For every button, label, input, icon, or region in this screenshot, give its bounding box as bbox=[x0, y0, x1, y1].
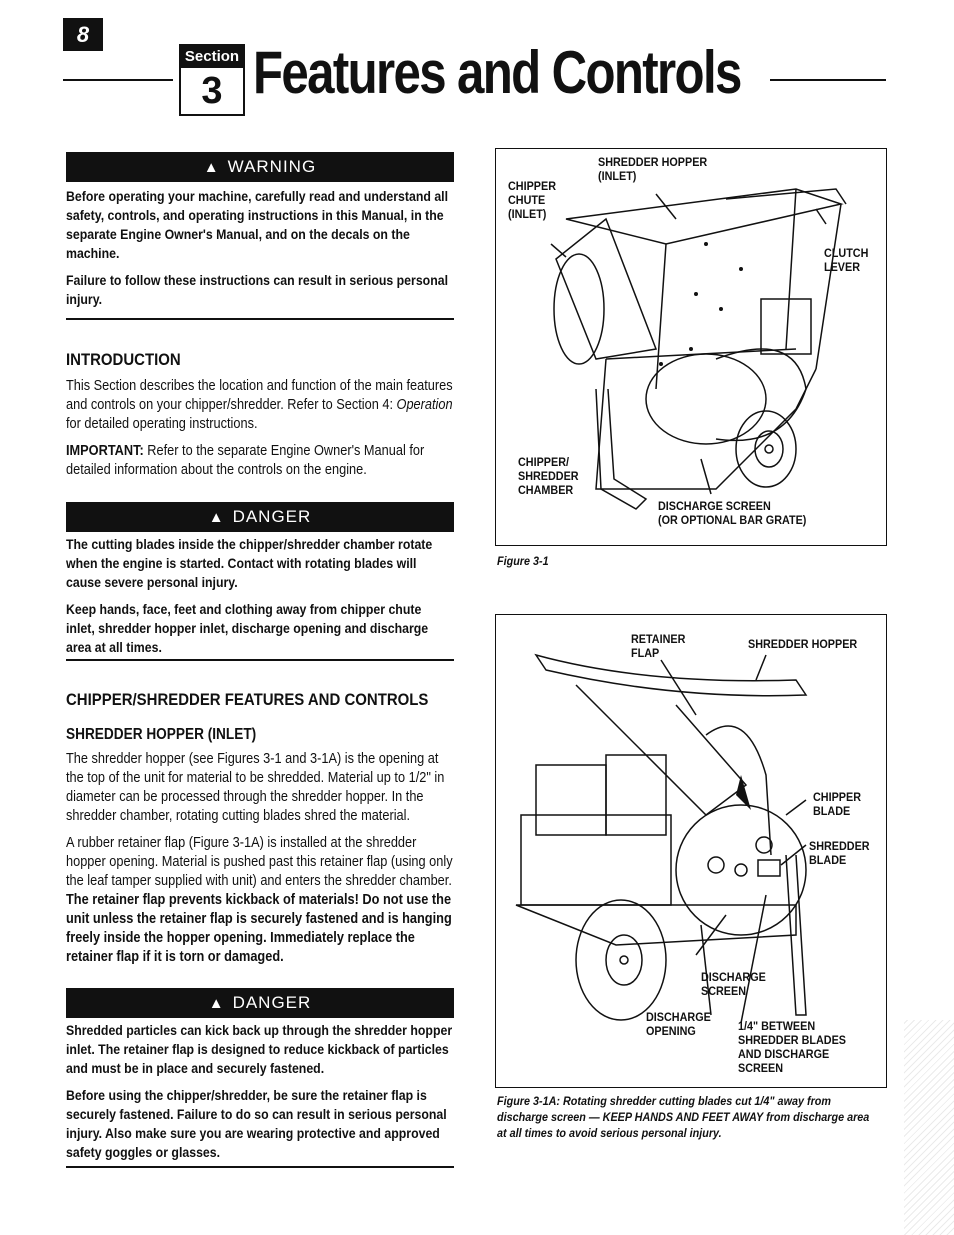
warning-para-2: Failure to follow these instructions can… bbox=[66, 272, 449, 307]
label-blade-clearance: 1/4" BETWEEN SHREDDER BLADES AND DISCHAR… bbox=[738, 1019, 847, 1075]
section-number: 3 bbox=[201, 70, 223, 112]
danger-2-para-1: Shredded particles can kick back up thro… bbox=[66, 1022, 453, 1076]
warning-banner: ▲ WARNING bbox=[66, 152, 454, 182]
danger-1-text: The cutting blades inside the chipper/sh… bbox=[66, 535, 453, 665]
features-heading: CHIPPER/SHREDDER FEATURES AND CONTROLS bbox=[66, 690, 429, 709]
warning-para-1: Before operating your machine, carefully… bbox=[66, 188, 449, 261]
figure-3-1: SHREDDER HOPPER (INLET) CHIPPER CHUTE (I… bbox=[495, 148, 887, 546]
danger-banner-1: ▲ DANGER bbox=[66, 502, 454, 532]
figure-3-1a: RETAINER FLAP SHREDDER HOPPER CHIPPER BL… bbox=[495, 614, 887, 1088]
introduction-text: This Section describes the location and … bbox=[66, 377, 458, 488]
features-para-1: The shredder hopper (see Figures 3-1 and… bbox=[66, 751, 445, 824]
warning-text: Before operating your machine, carefully… bbox=[66, 187, 453, 317]
label-chipper-chute: CHIPPER CHUTE (INLET) bbox=[508, 179, 557, 221]
danger-label-1: DANGER bbox=[232, 507, 312, 526]
warning-triangle-icon: ▲ bbox=[203, 159, 220, 176]
warning-label: WARNING bbox=[227, 157, 317, 176]
danger-triangle-icon: ▲ bbox=[208, 995, 225, 1012]
danger-1-rule bbox=[66, 659, 454, 661]
chipper-shredder-illustration bbox=[550, 188, 847, 510]
shredder-cross-section-illustration bbox=[515, 653, 808, 1024]
danger-banner-2: ▲ DANGER bbox=[66, 988, 454, 1018]
label-chipper-blade: CHIPPER BLADE bbox=[813, 790, 862, 818]
danger-1-para-1: The cutting blades inside the chipper/sh… bbox=[66, 536, 433, 590]
features-text: The shredder hopper (see Figures 3-1 and… bbox=[66, 750, 458, 975]
label-chamber: CHIPPER/ SHREDDER CHAMBER bbox=[518, 455, 579, 497]
label-shredder-hopper: SHREDDER HOPPER (INLET) bbox=[598, 155, 708, 183]
page-title: Features and Controls bbox=[253, 39, 742, 106]
header-rule-right bbox=[770, 79, 886, 81]
introduction-para-1: This Section describes the location and … bbox=[66, 378, 453, 432]
label-discharge-screen-1a: DISCHARGE SCREEN bbox=[701, 970, 766, 998]
warning-rule bbox=[66, 318, 454, 320]
label-retainer-flap: RETAINER FLAP bbox=[631, 632, 686, 660]
danger-2-para-2: Before using the chipper/shredder, be su… bbox=[66, 1087, 447, 1160]
page-number: 8 bbox=[63, 18, 103, 51]
introduction-para-2: IMPORTANT: Refer to the separate Engine … bbox=[66, 443, 425, 478]
label-shredder-blade: SHREDDER BLADE bbox=[809, 839, 870, 867]
label-clutch-lever: CLUTCH LEVER bbox=[824, 246, 869, 274]
label-discharge-opening: DISCHARGE OPENING bbox=[646, 1010, 711, 1038]
scan-edge-noise bbox=[904, 1020, 954, 1235]
danger-triangle-icon: ▲ bbox=[208, 509, 225, 526]
danger-2-text: Shredded particles can kick back up thro… bbox=[66, 1021, 453, 1170]
shredder-hopper-subheading: SHREDDER HOPPER (INLET) bbox=[66, 726, 257, 743]
danger-label-2: DANGER bbox=[232, 993, 312, 1012]
section-label: Section bbox=[181, 46, 243, 68]
section-badge: Section 3 bbox=[179, 44, 245, 116]
label-discharge-screen: DISCHARGE SCREEN (OR OPTIONAL BAR GRATE) bbox=[658, 499, 807, 527]
figure-3-1a-caption: Figure 3-1A: Rotating shredder cutting b… bbox=[497, 1094, 870, 1140]
danger-1-para-2: Keep hands, face, feet and clothing away… bbox=[66, 601, 429, 655]
danger-2-rule bbox=[66, 1166, 454, 1168]
header-rule-left bbox=[63, 79, 173, 81]
features-para-2: A rubber retainer flap (Figure 3-1A) is … bbox=[66, 835, 453, 965]
figure-3-1-caption: Figure 3-1 bbox=[497, 554, 549, 568]
introduction-heading: INTRODUCTION bbox=[66, 350, 181, 369]
label-shredder-hopper-1a: SHREDDER HOPPER bbox=[748, 637, 858, 651]
